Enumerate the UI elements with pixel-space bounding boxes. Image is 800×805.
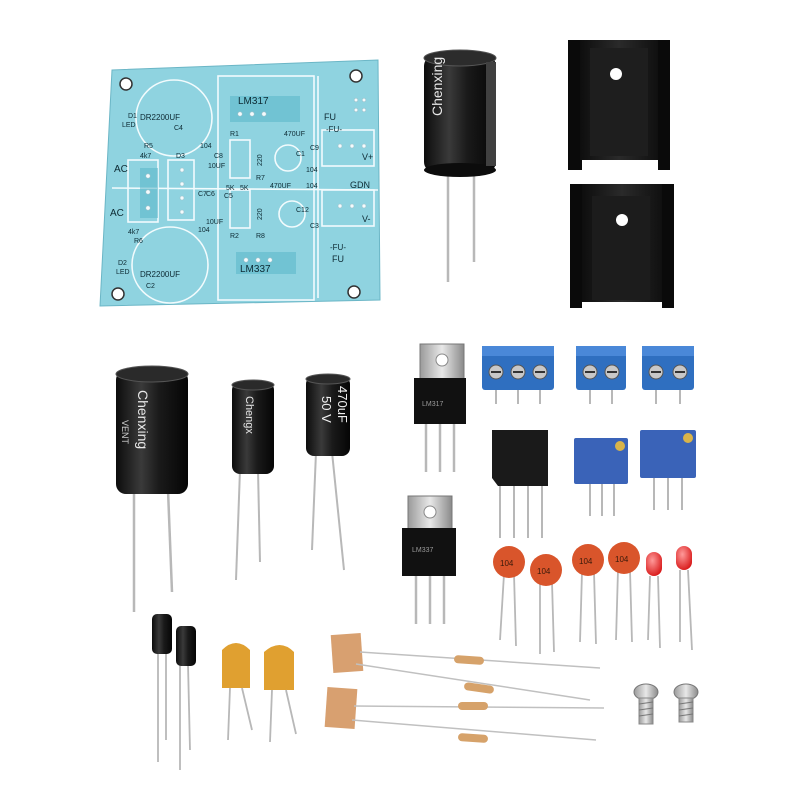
ceramic-label-a: 104 — [500, 559, 514, 568]
cap-rating-50v: 50 V — [319, 396, 334, 423]
polyfuse-b — [264, 645, 297, 743]
pcb-c5-label: C5 — [224, 193, 233, 200]
pcb-470uf-a: 470UF — [284, 131, 305, 138]
pcb-c4-value: DR2200UF — [140, 113, 180, 122]
resistor-strip — [324, 632, 605, 743]
ceramic-label-b: 104 — [537, 567, 551, 576]
resistor-body — [454, 655, 494, 743]
reg-label-lm337: LM337 — [412, 547, 434, 554]
cap-brand-medium-a: Chengx — [243, 396, 255, 434]
pcb-220-b: 220 — [257, 208, 264, 220]
pcb-r7-label: R7 — [256, 175, 265, 182]
pcb-5k-b: 5K — [240, 185, 249, 192]
pcb-vplus-label: V+ — [362, 152, 373, 162]
heatsink-top — [568, 40, 670, 170]
cap-rating-470uf: 470uF — [335, 386, 350, 423]
pcb-d1-label: D1 — [128, 113, 137, 120]
screw-terminal-2pin-a — [576, 346, 626, 404]
trimmer-potentiometer-a — [574, 438, 628, 516]
pcb-gdn-label: GDN — [350, 180, 370, 190]
pcb-fu-bottom: FU — [332, 254, 344, 264]
pcb-10uf-a: 10UF — [208, 163, 225, 170]
pcb-c6-label: C6 — [206, 191, 215, 198]
electrolytic-capacitor-small-a — [152, 614, 172, 762]
pcb-led2-label: LED — [116, 269, 130, 276]
bridge-rectifier — [492, 430, 548, 538]
pcb-fu-box-bottom: -FU- — [330, 243, 346, 252]
pcb-470uf-b: 470UF — [270, 183, 291, 190]
pcb-c9-label: C9 — [310, 145, 319, 152]
pcb-r5-label: R5 — [144, 143, 153, 150]
cap-vent-left: VENT — [120, 420, 130, 445]
screw-terminal-2pin-b — [642, 346, 694, 404]
pcb-lm317-label: LM317 — [238, 96, 269, 107]
pcb-d3-label: D3 — [176, 153, 185, 160]
electrolytic-capacitor-medium-a: Chengx — [231, 379, 275, 581]
pcb-mounting-hole — [111, 69, 363, 301]
pcb-d2-label: D2 — [118, 260, 127, 267]
pcb-fu-top: FU — [324, 112, 336, 122]
pcb-c1-label: C1 — [296, 151, 305, 158]
pcb-r1-label: R1 — [230, 131, 239, 138]
pcb-104-label-a: 104 — [200, 143, 212, 150]
red-led-b — [676, 546, 693, 651]
ceramic-capacitor-b: 104 — [530, 554, 562, 654]
pcb-c12-label: C12 — [296, 207, 309, 214]
pcb-board: LM317 LM337 DR2200UF C4 DR2200UF C2 D1 L… — [99, 59, 381, 307]
pcb-r5-value: 4k7 — [140, 153, 151, 160]
ceramic-capacitor-c: 104 — [572, 544, 604, 645]
pcb-c4-ref: C4 — [174, 125, 183, 132]
pcb-lm337-label: LM337 — [240, 264, 271, 275]
electrolytic-capacitor-small-b — [176, 626, 196, 770]
reg-label-lm317: LM317 — [422, 401, 444, 408]
pcb-c8-label: C8 — [214, 153, 223, 160]
voltage-regulator-lm317: LM317 — [414, 343, 466, 472]
pcb-10uf-b: 10UF — [206, 219, 223, 226]
pcb-vminus-label: V- — [362, 214, 371, 224]
polyfuse-a — [222, 643, 253, 741]
trimmer-potentiometer-b — [640, 430, 696, 510]
pcb-220-a: 220 — [257, 154, 264, 166]
pcb-c3-label: C3 — [310, 223, 319, 230]
pcb-r6-label: R6 — [134, 238, 143, 245]
screw-b — [673, 683, 699, 723]
pcb-r2-label: R2 — [230, 233, 239, 240]
cap-brand-left: Chenxing — [135, 390, 151, 449]
ceramic-capacitor-d: 104 — [608, 542, 640, 643]
ceramic-label-c: 104 — [579, 557, 593, 566]
screw-terminal-3pin-a — [482, 346, 554, 404]
electrolytic-capacitor-large-left: Chenxing VENT — [115, 365, 189, 612]
pcb-r8-label: R8 — [256, 233, 265, 240]
pcb-5k-a: 5K — [226, 185, 235, 192]
electrolytic-capacitor-medium-b: 470uF 50 V — [305, 373, 351, 571]
ceramic-label-d: 104 — [615, 555, 629, 564]
red-led-a — [646, 552, 662, 649]
screw-a — [633, 683, 659, 725]
voltage-regulator-lm337: LM337 — [402, 495, 456, 624]
pcb-104-label-b: 104 — [198, 227, 210, 234]
electrolytic-capacitor-large-top: Chenxing — [423, 49, 497, 282]
pcb-led1-label: LED — [122, 122, 136, 129]
cap-brand-top: Chenxing — [429, 57, 445, 116]
heatsink-bottom — [570, 184, 674, 308]
pcb-c7-label: C7 — [198, 191, 207, 198]
pcb-104-label-d: 104 — [306, 183, 318, 190]
pcb-104-label-c: 104 — [306, 167, 318, 174]
pcb-fu-box-top: -FU- — [326, 125, 342, 134]
pcb-c2-ref: C2 — [146, 283, 155, 290]
pcb-c2-value: DR2200UF — [140, 270, 180, 279]
pcb-r6-value: 4k7 — [128, 229, 139, 236]
pcb-ac-top-label: AC — [114, 164, 128, 175]
pcb-ac-bottom-label: AC — [110, 208, 124, 219]
ceramic-capacitor-a: 104 — [493, 546, 525, 647]
